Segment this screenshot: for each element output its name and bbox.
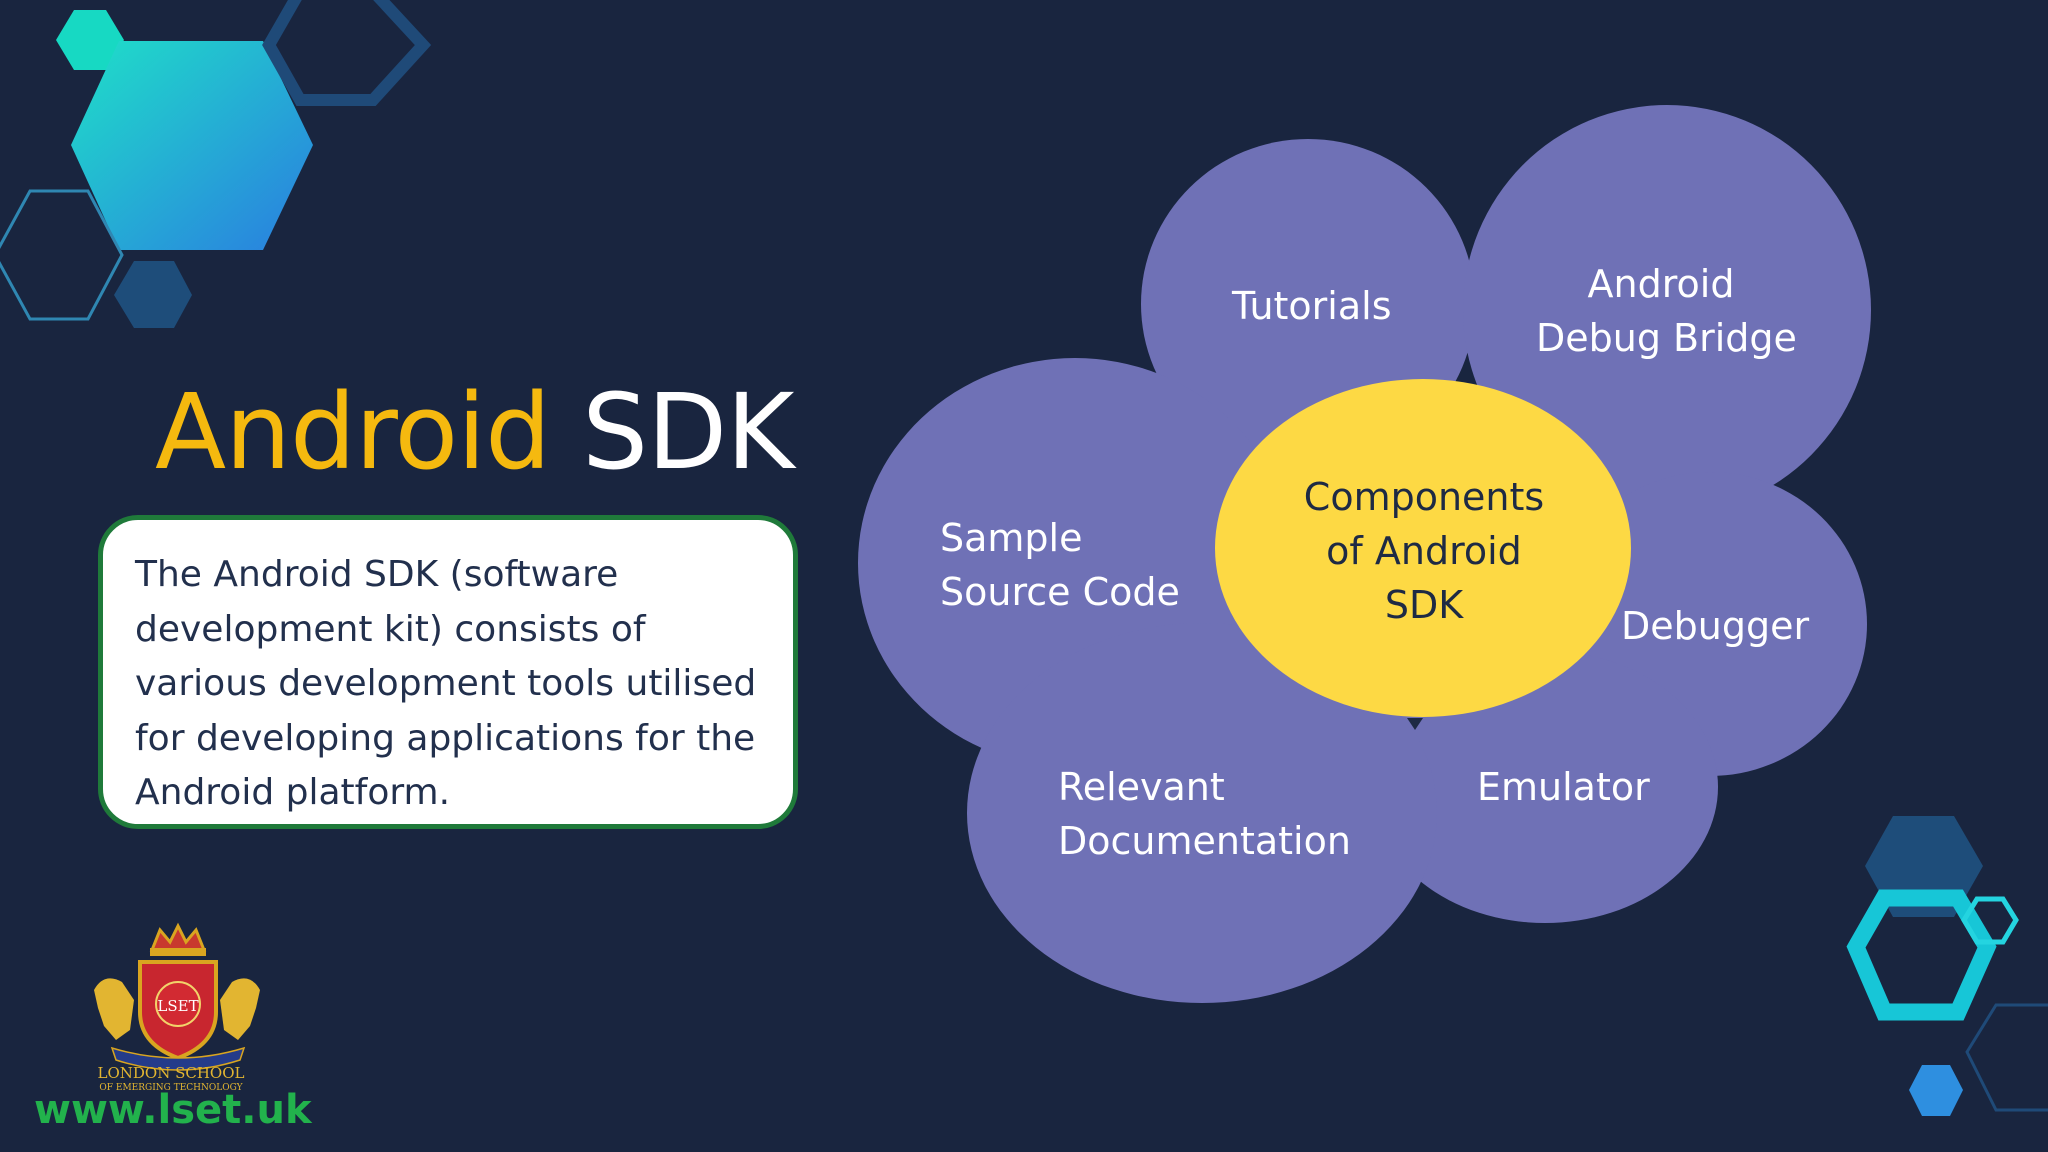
hexagon-outline bbox=[1846, 889, 1997, 1021]
center-label-line: of Android bbox=[1326, 529, 1522, 573]
center-circle bbox=[1215, 379, 1631, 717]
website-link[interactable]: www.lset.uk bbox=[34, 1087, 312, 1133]
label-line: Documentation bbox=[1058, 819, 1351, 863]
hexagon-shape bbox=[56, 10, 124, 70]
label-line: Emulator bbox=[1477, 765, 1650, 809]
label-debugger: Debugger bbox=[1621, 599, 1809, 653]
hexagon-outline bbox=[0, 189, 124, 321]
decorative-hexagons-top-left bbox=[0, 0, 432, 328]
label-line: Source Code bbox=[940, 570, 1180, 614]
connector-marker bbox=[1407, 718, 1423, 730]
hexagon-shape bbox=[1909, 1065, 1963, 1116]
hexagon-outline bbox=[1965, 1003, 2048, 1112]
petal-android-debug-bridge bbox=[1463, 105, 1871, 515]
crown-icon bbox=[149, 922, 207, 952]
label-tutorials: Tutorials bbox=[1232, 279, 1392, 333]
description-card: The Android SDK (software development ki… bbox=[98, 515, 798, 829]
center-label-line: Components bbox=[1303, 475, 1545, 519]
slide-title: Android SDK bbox=[155, 380, 794, 484]
hexagon-outline bbox=[262, 0, 432, 106]
logo-badge-text: LSET bbox=[157, 997, 198, 1015]
title-word-sdk: SDK bbox=[582, 371, 794, 493]
logo-name-text: LONDON SCHOOL bbox=[98, 1064, 245, 1082]
lion-left-icon bbox=[94, 978, 134, 1040]
badge-circle bbox=[155, 981, 201, 1027]
crown-band bbox=[150, 948, 206, 956]
description-text: The Android SDK (software development ki… bbox=[135, 554, 757, 813]
label-line: Android bbox=[1587, 262, 1735, 306]
center-label: Components of Android SDK bbox=[1304, 470, 1544, 632]
title-word-android: Android bbox=[155, 371, 551, 493]
label-line: Relevant bbox=[1058, 765, 1225, 809]
label-line: Debug Bridge bbox=[1536, 316, 1797, 360]
label-android-debug-bridge: Android Debug Bridge bbox=[1536, 257, 1797, 365]
petal-emulator bbox=[1372, 651, 1718, 923]
petal-relevant-documentation bbox=[967, 623, 1437, 1003]
center-label-line: SDK bbox=[1384, 583, 1464, 627]
lset-logo: LSET LONDON SCHOOL OF EMERGING TECHNOLOG… bbox=[94, 922, 260, 1093]
label-line: Sample bbox=[940, 516, 1083, 560]
ribbon bbox=[110, 1046, 246, 1071]
label-line: Tutorials bbox=[1232, 284, 1392, 328]
lion-right-icon bbox=[220, 978, 260, 1040]
hexagon-shape bbox=[71, 41, 313, 250]
label-emulator: Emulator bbox=[1477, 760, 1650, 814]
label-relevant-documentation: Relevant Documentation bbox=[1058, 760, 1351, 868]
label-line: Debugger bbox=[1621, 604, 1810, 648]
logo-sub-text: OF EMERGING TECHNOLOGY bbox=[99, 1083, 243, 1093]
label-sample-source-code: Sample Source Code bbox=[940, 511, 1180, 619]
hexagon-shape bbox=[114, 261, 192, 328]
hexagon-outline bbox=[1961, 896, 2019, 945]
